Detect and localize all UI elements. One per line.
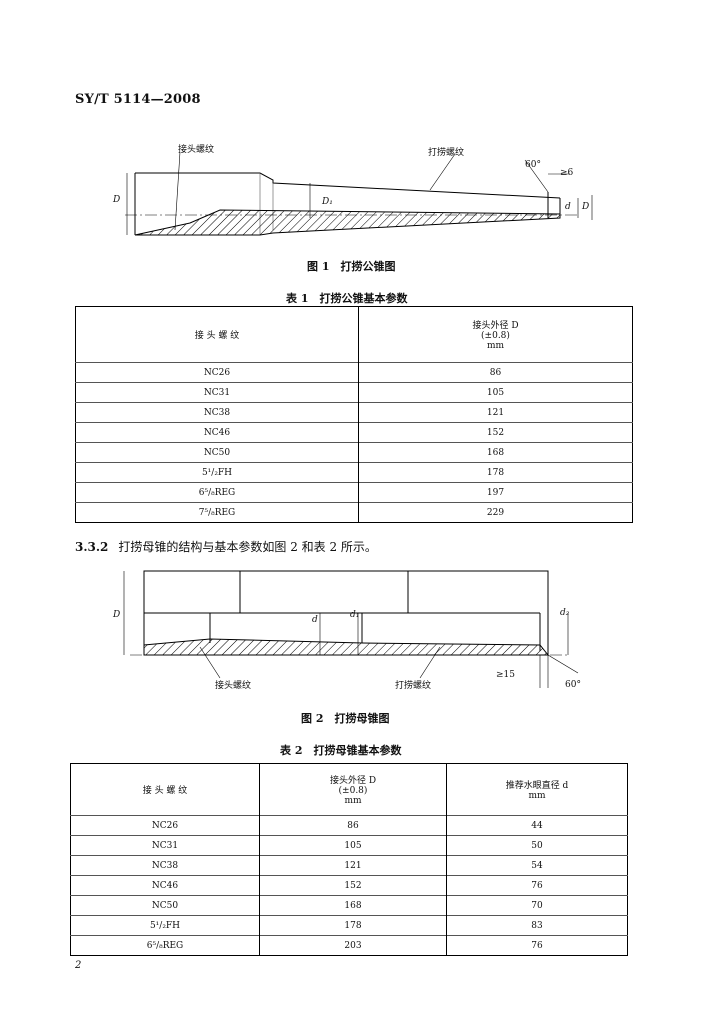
figure2-drawing — [123, 570, 579, 688]
table1-header-thread: 接 头 螺 纹 — [194, 331, 240, 341]
figure2-caption: 图 2 打捞母锥图 — [301, 712, 390, 725]
fig2-dim-D: D — [113, 610, 121, 620]
fig2-dim-d: d — [312, 615, 318, 625]
table2-caption: 表 2 打捞母锥基本参数 — [280, 744, 402, 757]
fig2-angle-label: 60° — [565, 680, 581, 690]
fig2-dim-d1: d₁ — [350, 610, 360, 620]
page-number: 2 — [75, 960, 82, 971]
table2: 接 头 螺 纹 接头外径 D (±0.8) mm 推荐水眼直径 d mm NC2… — [70, 763, 628, 956]
fig1-dim-D-right: D — [582, 202, 590, 212]
fig2-dim-d2: d₂ — [560, 608, 570, 618]
fig1-joint-thread-label: 接头螺纹 — [178, 145, 215, 155]
standard-number: SY/T 5114—2008 — [75, 92, 201, 107]
table1-caption: 表 1 打捞公锥基本参数 — [286, 292, 408, 305]
fig2-min-length-label: ≥15 — [496, 670, 515, 680]
table2-header-bore: 推荐水眼直径 d mm — [446, 763, 628, 816]
table2-header-thread: 接 头 螺 纹 — [142, 786, 188, 796]
section-paragraph: 3.3.2 打捞母锥的结构与基本参数如图 2 和表 2 所示。 — [75, 538, 377, 555]
fig1-dim-D1: D₁ — [322, 197, 333, 207]
fig1-min-length-label: ≥6 — [560, 168, 574, 178]
table2-header-diameter: 接头外径 D (±0.8) mm — [259, 763, 447, 816]
figure1-caption: 图 1 打捞公锥图 — [307, 260, 396, 273]
fig1-fishing-thread-label: 打捞螺纹 — [428, 148, 465, 158]
figure1-drawing — [125, 151, 593, 236]
fig1-angle-label: 60° — [525, 160, 541, 170]
section-text: 打捞母锥的结构与基本参数如图 2 和表 2 所示。 — [118, 540, 377, 554]
section-number: 3.3.2 — [75, 540, 109, 554]
fig1-dim-D: D — [113, 195, 121, 205]
table1-header-diameter: 接头外径 D (±0.8) mm — [358, 306, 633, 363]
fig1-dim-d: d — [565, 202, 571, 212]
fig2-fishing-thread-label: 打捞螺纹 — [395, 681, 432, 691]
fig2-joint-thread-label: 接头螺纹 — [215, 681, 252, 691]
